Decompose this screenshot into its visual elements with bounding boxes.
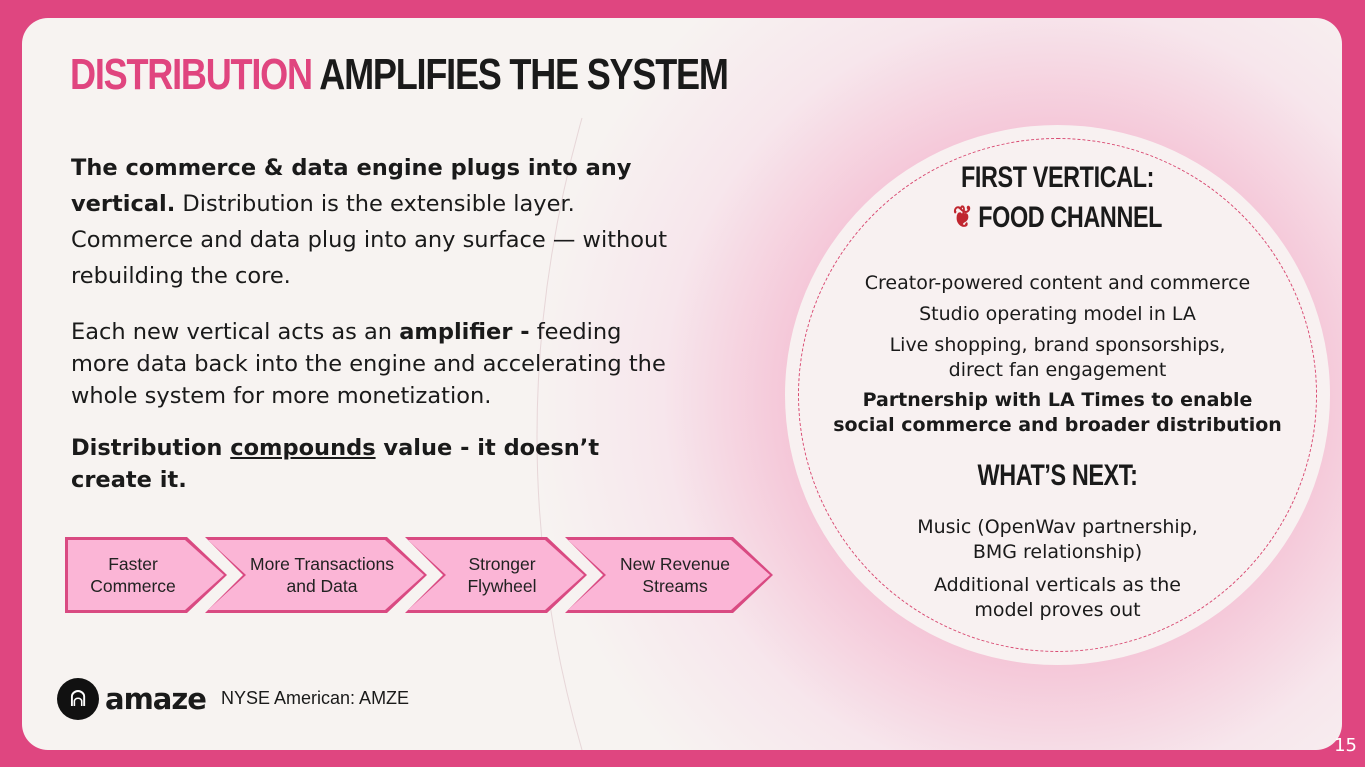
page-title: DISTRIBUTION AMPLIFIES THE SYSTEM [70,50,729,99]
food-channel-heading: ❦ FOOD CHANNEL [952,201,1163,234]
circle-item-bold: Partnership with LA Times to enable soci… [833,389,1282,436]
circle-item: Studio operating model in LA [919,303,1196,325]
dashed-ring [798,138,1317,652]
next-item: Music (OpenWav partnership, BMG relation… [917,516,1198,563]
decorative-arc [536,117,583,750]
paragraph-1: The commerce & data engine plugs into an… [71,155,668,289]
circle-item: Creator-powered content and commerce [864,272,1251,294]
flow-step: New Revenue Streams [565,537,773,613]
ticker: NYSE American: AMZE [221,688,410,708]
apple-icon: ❦ [952,201,973,234]
amaze-logo-icon: ᕱ [57,678,99,720]
whats-next-heading: WHAT’S NEXT: [977,459,1138,492]
flow-step: Faster Commerce [65,537,227,613]
next-item: Additional verticals as the model proves… [934,574,1181,621]
page-number: 15 [1334,735,1357,756]
paragraph-2: Each new vertical acts as an amplifier -… [71,319,666,409]
circle-item: Live shopping, brand sponsorships, direc… [889,334,1226,381]
slide [22,18,1342,750]
circle-heading: FIRST VERTICAL: [960,161,1155,194]
paragraph-3: Distribution compounds value - it doesn’… [71,435,600,493]
